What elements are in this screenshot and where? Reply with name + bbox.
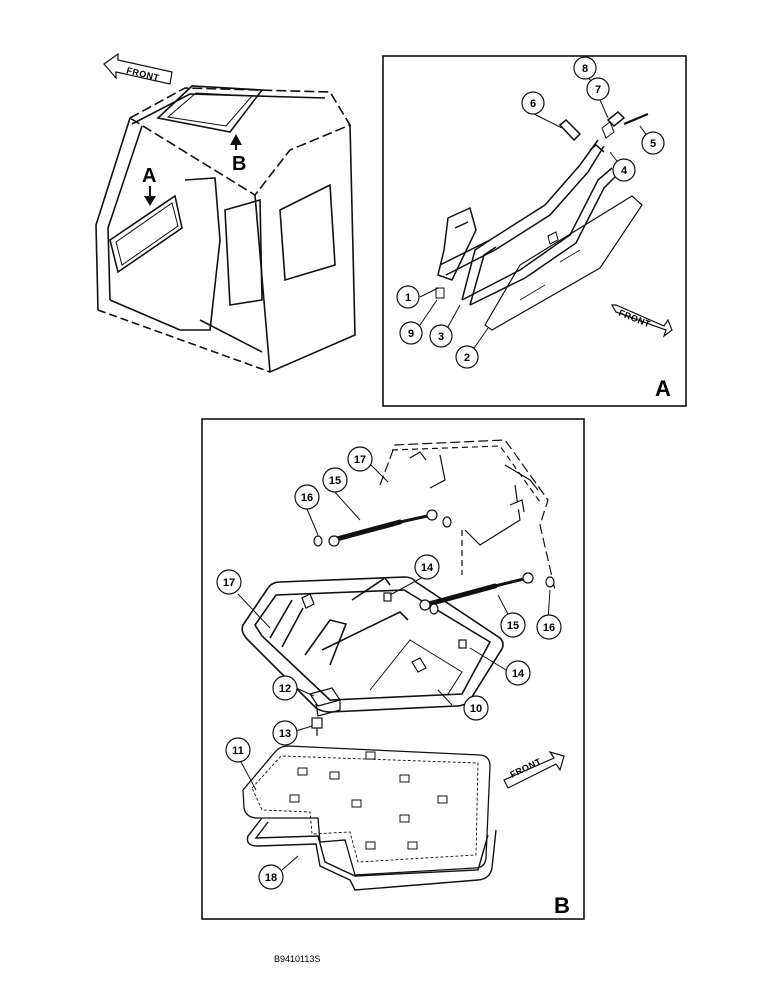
- svg-text:8: 8: [582, 63, 588, 75]
- callouts-detail-a: 1 2 3 4 5 6 7 8 9: [396, 56, 665, 369]
- gas-struts: [328, 509, 534, 611]
- side-window-assembly: [435, 110, 649, 331]
- svg-text:9: 9: [408, 328, 414, 340]
- svg-text:4: 4: [621, 165, 628, 177]
- callout-1: 1: [396, 285, 420, 309]
- callout-18: 18: [258, 864, 284, 890]
- cab-overview: [95, 85, 356, 374]
- svg-text:10: 10: [470, 703, 482, 715]
- roof-panel: [242, 745, 491, 876]
- callout-15-lower: 15: [500, 612, 526, 638]
- drawing-code: B9410113S: [274, 954, 320, 964]
- callout-16-upper: 16: [294, 484, 320, 510]
- view-b-label: B: [554, 893, 570, 918]
- svg-text:16: 16: [543, 622, 555, 634]
- front-label-a: FRONT: [617, 308, 652, 330]
- callout-2: 2: [455, 345, 479, 369]
- callout-16-lower: 16: [536, 614, 562, 640]
- svg-text:3: 3: [438, 331, 444, 343]
- hatch-frame: [241, 576, 504, 713]
- callout-13: 13: [272, 720, 298, 746]
- svg-text:5: 5: [650, 138, 656, 150]
- front-arrow-detail-a: FRONT: [610, 304, 673, 338]
- callout-14-lower: 14: [505, 660, 531, 686]
- callout-11: 11: [225, 737, 251, 763]
- svg-text:17: 17: [354, 454, 366, 466]
- callout-10: 10: [463, 695, 489, 721]
- view-a-label: A: [655, 376, 671, 401]
- fasteners-b: [301, 451, 555, 673]
- callout-4: 4: [612, 158, 636, 182]
- view-b-marker: B: [230, 134, 246, 175]
- front-arrow-overview: FRONT: [103, 52, 173, 85]
- svg-text:15: 15: [329, 475, 341, 487]
- callout-14-upper: 14: [414, 554, 440, 580]
- svg-text:14: 14: [421, 562, 434, 574]
- view-a-marker: A: [142, 165, 156, 206]
- callout-5: 5: [641, 131, 665, 155]
- callout-3: 3: [429, 324, 453, 348]
- roof-outline: [379, 439, 556, 591]
- svg-text:1: 1: [405, 292, 411, 304]
- callout-9: 9: [399, 321, 423, 345]
- callouts-detail-b: 10 11 12 13 14 14 15 15 16 16 17 17 18: [216, 446, 562, 890]
- svg-text:16: 16: [301, 492, 313, 504]
- svg-text:14: 14: [512, 668, 525, 680]
- svg-text:17: 17: [223, 577, 235, 589]
- svg-text:12: 12: [279, 683, 291, 695]
- callout-8: 8: [573, 56, 597, 80]
- callout-7: 7: [586, 77, 610, 101]
- detail-a-box: A: [382, 55, 687, 407]
- front-arrow-detail-b: FRONT: [503, 750, 565, 789]
- svg-text:15: 15: [507, 620, 519, 632]
- callout-6: 6: [521, 91, 545, 115]
- svg-text:13: 13: [279, 728, 291, 740]
- detail-b-box: B: [201, 418, 585, 920]
- svg-text:6: 6: [530, 98, 536, 110]
- callout-15-upper: 15: [322, 467, 348, 493]
- callout-17-upper: 17: [347, 446, 373, 472]
- roof-seal: [246, 817, 497, 891]
- svg-text:7: 7: [595, 84, 601, 96]
- marker-b-label: B: [232, 153, 246, 175]
- marker-a-label: A: [142, 165, 156, 187]
- callout-12: 12: [272, 675, 298, 701]
- callout-17-lower: 17: [216, 569, 242, 595]
- svg-text:18: 18: [265, 872, 277, 884]
- svg-text:11: 11: [232, 745, 244, 757]
- hinge-bracket: [309, 687, 341, 736]
- svg-text:2: 2: [464, 352, 470, 364]
